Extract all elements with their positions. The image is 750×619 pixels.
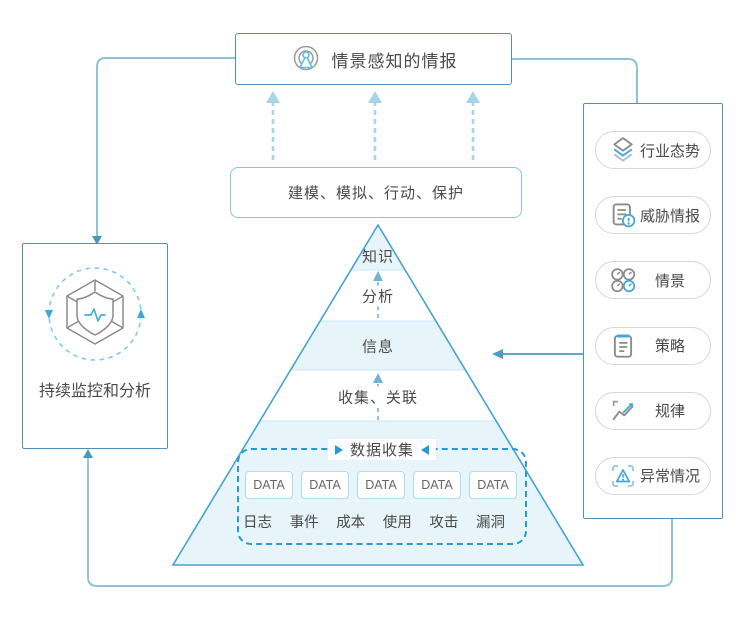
- document-alert-icon: [612, 203, 636, 228]
- pill-industry-trends: 行业态势: [595, 131, 711, 169]
- layers-icon: [613, 137, 633, 162]
- data-chip-row: DATA DATA DATA DATA DATA: [245, 471, 517, 499]
- arrow-left-glyph: [421, 444, 430, 455]
- model-simulate-label: 建模、模拟、行动、保护: [287, 185, 464, 202]
- data-collection-label: 数据收集: [349, 442, 415, 459]
- data-source-events: 事件: [289, 515, 319, 531]
- pyramid-level-knowledge: 知识: [361, 248, 395, 266]
- pill-label: 规律: [654, 403, 685, 421]
- data-source-attacks: 攻击: [429, 515, 459, 531]
- pill-strategy: 策略: [595, 326, 711, 365]
- data-source-usage: 使用: [382, 515, 412, 531]
- data-source-vulns: 漏洞: [475, 515, 505, 531]
- pill-label: 威胁情报: [639, 207, 700, 225]
- pill-scenario: 情景: [595, 261, 711, 300]
- beacon-icon: [293, 45, 318, 71]
- pill-label: 策略: [654, 338, 685, 356]
- data-chip: DATA: [357, 471, 405, 499]
- trend-chart-icon: [612, 400, 634, 420]
- data-source-cost: 成本: [336, 515, 366, 531]
- pill-label: 情景: [654, 272, 685, 290]
- pill-threat-intel: 威胁情报: [595, 196, 711, 235]
- down-arrowhead: [92, 236, 102, 245]
- pill-label: 异常情况: [639, 468, 700, 486]
- warning-frame-icon: [612, 465, 634, 487]
- right-panel: 行业态势 威胁情报: [583, 103, 723, 519]
- clipboard-icon: [613, 334, 633, 358]
- model-simulate-box: 建模、模拟、行动、保护: [230, 167, 522, 218]
- model-to-top-arrows: [271, 102, 475, 160]
- up-arrowhead: [83, 449, 93, 458]
- arrow-right-glyph: [334, 444, 343, 455]
- top-to-right-connector: [512, 58, 638, 103]
- pill-anomaly: 异常情况: [595, 456, 711, 495]
- pyramid-level-collect-correlate: 收集、关联: [333, 386, 423, 408]
- pale-arrowheads: [266, 91, 480, 103]
- data-source-row: 日志 事件 成本 使用 攻击 漏洞: [243, 511, 505, 532]
- pyramid-outline: [171, 223, 585, 566]
- pill-patterns: 规律: [595, 391, 711, 430]
- situational-intel-label: 情景感知的情报: [331, 51, 458, 71]
- pyramid-level-information: 信息: [361, 338, 395, 356]
- data-collection-box: 数据收集: [237, 439, 527, 545]
- up-arrowhead: [373, 373, 383, 383]
- bottom-loop-connector: [87, 455, 673, 587]
- data-chip: DATA: [301, 471, 349, 499]
- pill-label: 行业态势: [639, 142, 700, 160]
- data-collection-header: 数据收集: [327, 439, 437, 460]
- left-arrowhead: [492, 349, 503, 359]
- data-source-logs: 日志: [243, 515, 272, 531]
- top-to-left-connector: [96, 57, 235, 238]
- shield-cube-cycle-icon: [23, 262, 167, 371]
- data-chip: DATA: [469, 471, 517, 499]
- up-arrowhead: [373, 271, 383, 281]
- data-chip: DATA: [413, 471, 461, 499]
- continuous-monitoring-box: 持续监控和分析: [22, 243, 168, 449]
- pyramid-level-analysis: 分析: [357, 285, 399, 307]
- data-chip: DATA: [245, 471, 293, 499]
- gauges-icon: [611, 268, 636, 293]
- situational-intel-box: 情景感知的情报: [235, 33, 512, 85]
- continuous-monitoring-label: 持续监控和分析: [38, 383, 151, 400]
